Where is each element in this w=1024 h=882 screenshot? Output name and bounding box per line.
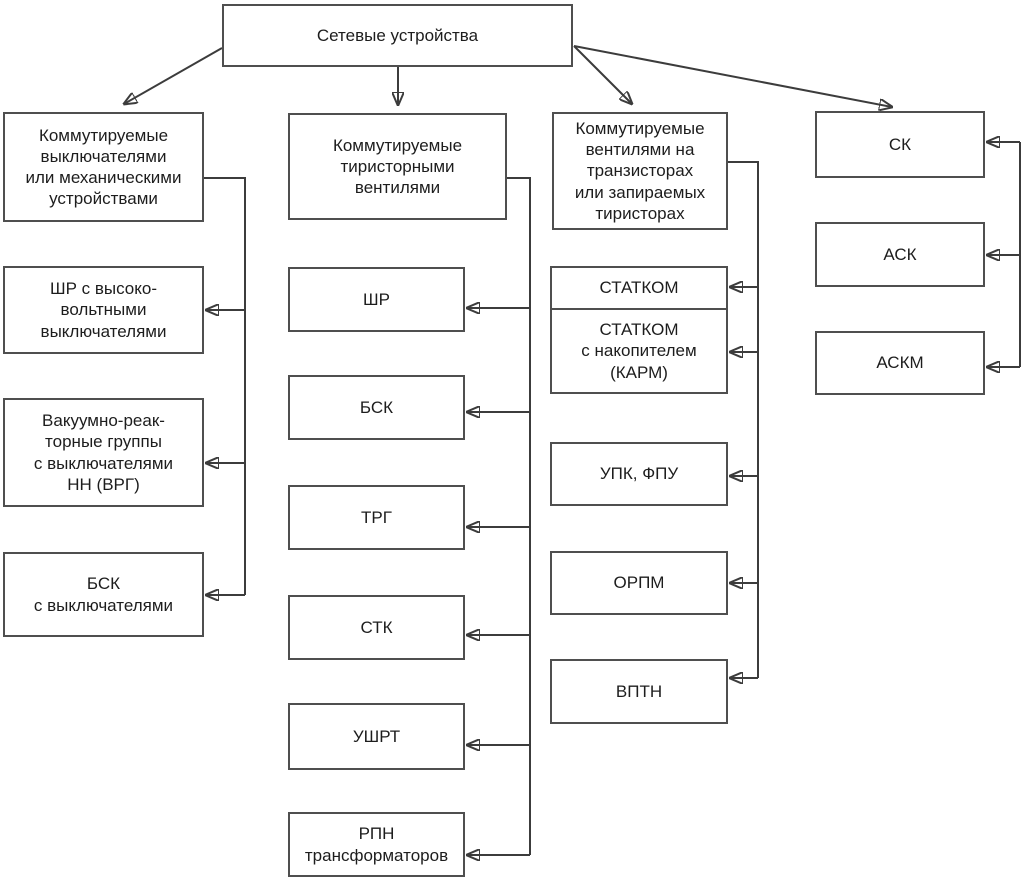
node-vptn: ВПТН — [550, 659, 728, 724]
node-statcom-karm: СТАТКОМ с накопителем (КАРМ) — [550, 308, 728, 394]
connector-line — [204, 177, 246, 595]
node-vrg: Вакуумно-реак- торные группы с выключате… — [3, 398, 204, 507]
node-upk-fpu: УПК, ФПУ — [550, 442, 728, 506]
node-transistor-switched: Коммутируемые вентилями на транзисторах … — [552, 112, 728, 230]
node-trg: ТРГ — [288, 485, 465, 550]
arrow-root-to-col3 — [573, 45, 632, 104]
connector-line — [728, 161, 759, 678]
node-ushrt: УШРТ — [288, 703, 465, 770]
node-thyristor-switched: Коммутируемые тиристорными вентилями — [288, 113, 507, 220]
col4-connector — [987, 142, 1021, 367]
arrow-root-to-col1 — [124, 47, 223, 104]
root-arrows — [124, 45, 892, 107]
node-stk: СТК — [288, 595, 465, 660]
node-network-devices: Сетевые устройства — [222, 4, 573, 67]
node-bsk: БСК — [288, 375, 465, 440]
node-askm: АСКМ — [815, 331, 985, 395]
node-ask: АСК — [815, 222, 985, 287]
node-switched-by-breakers: Коммутируемые выключателями или механиче… — [3, 112, 204, 222]
col3-connector — [728, 161, 759, 678]
connector-line — [507, 177, 531, 855]
col1-connector — [204, 177, 246, 595]
node-shr-hv-breakers: ШР с высоко- вольтными выключателями — [3, 266, 204, 354]
arrow-root-to-sk — [573, 45, 892, 107]
node-rpn-transformers: РПН трансформаторов — [288, 812, 465, 877]
node-shr: ШР — [288, 267, 465, 332]
node-bsk-with-breakers: БСК с выключателями — [3, 552, 204, 637]
node-sk: СК — [815, 111, 985, 178]
node-orpm: ОРПМ — [550, 551, 728, 615]
col2-connector — [467, 177, 531, 855]
node-statcom: СТАТКОМ — [550, 266, 728, 310]
